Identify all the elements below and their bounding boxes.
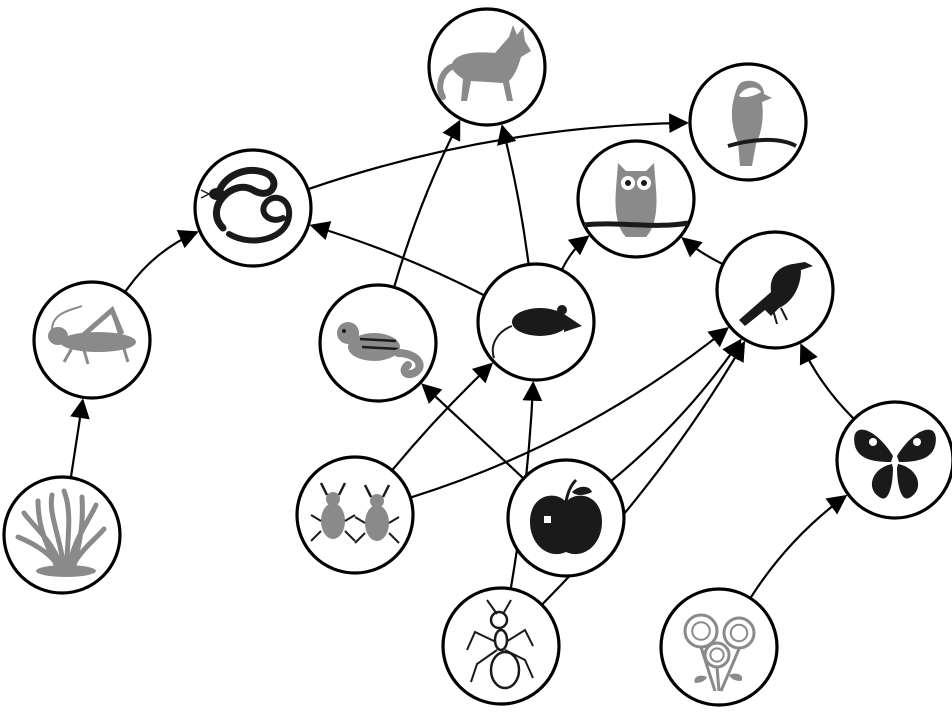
snake-icon [200,167,293,244]
node-grasshopper [32,280,152,400]
node-wolf [427,7,547,127]
arrow-butterfly-to-bird [799,343,855,420]
node-owl [576,139,696,259]
eagle-icon [727,80,797,167]
node-mouse [476,262,596,382]
node-snake [193,148,313,268]
node-beetles [295,455,415,575]
arrow-mouse-to-owl [561,235,590,270]
node-grass [2,475,122,595]
edge-layer [69,113,855,605]
arrow-apple-to-bird [610,338,742,482]
wolf-icon [437,25,531,101]
beetles-icon [310,482,400,544]
node-butterfly [835,400,952,520]
arrow-chipmunk-to-wolf [393,119,461,287]
arrow-grasshopper-to-snake [124,230,199,293]
arrow-beetles-to-mouse [391,362,494,471]
arrow-snake-to-eagle [308,113,689,190]
node-layer [2,7,952,707]
mouse-icon [491,305,582,359]
arrow-bird-to-owl [681,237,723,265]
arrow-grass-to-grasshopper [69,398,90,477]
arrow-beetles-to-bird [410,327,730,499]
grasshopper-icon [48,305,136,365]
node-chipmunk [318,283,438,403]
arrow-flowers-to-butterfly [749,494,848,598]
butterfly-icon [854,429,936,499]
arrow-apple-to-chipmunk [421,383,524,479]
chipmunk-icon [337,322,424,378]
bird-icon [739,262,813,326]
node-apple [506,458,626,578]
node-grass-circle [2,475,122,595]
node-eagle [688,62,808,182]
apple-icon [530,478,602,555]
node-flowers [659,587,779,707]
ant-icon [466,599,534,690]
arrow-mouse-to-wolf [497,124,530,264]
node-ant [441,586,561,706]
node-bird [715,230,835,350]
grass-icon [15,488,107,577]
flowers-icon [683,613,756,692]
owl-icon [583,163,689,237]
arrow-mouse-to-snake [309,221,485,296]
